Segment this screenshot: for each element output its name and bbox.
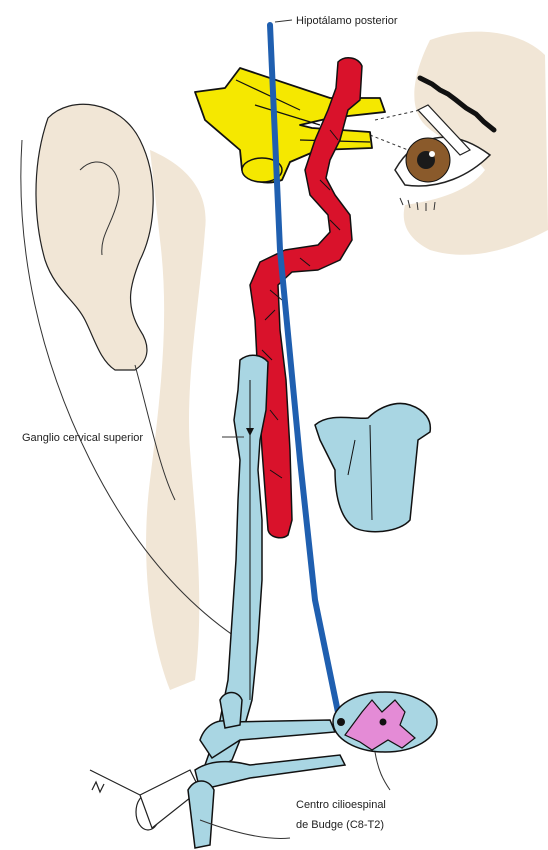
ciliospinal-center	[333, 692, 437, 752]
thoracic-ganglion-stalk	[188, 781, 214, 848]
label-superior-cervical-ganglion: Ganglio cervical superior	[22, 432, 143, 444]
cervical-spinal-cord-segment	[315, 403, 430, 531]
ear-icon	[36, 104, 153, 370]
neck-skin-patch	[146, 150, 206, 690]
pupil-dilator-line	[370, 135, 408, 150]
chain-lower-branch	[200, 720, 335, 758]
thorax-outline	[90, 770, 200, 830]
label-budge-center-line2: de Budge (C8-T2)	[296, 819, 384, 831]
label-hypothalamus: Hipotálamo posterior	[296, 15, 398, 27]
label-budge-center-line1: Centro cilioespinal	[296, 799, 386, 811]
